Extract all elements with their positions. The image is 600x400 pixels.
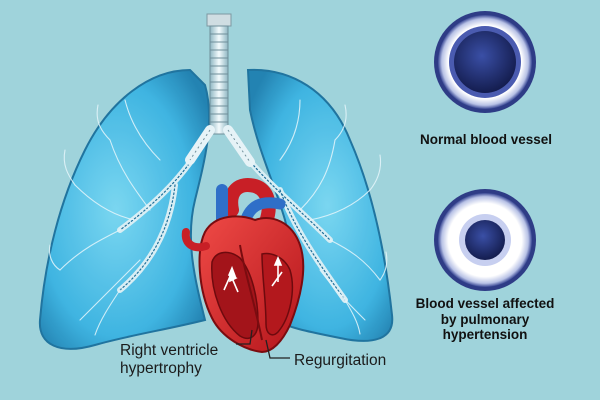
left-ventricle [261, 252, 294, 336]
left-lung [38, 68, 211, 350]
right-ventricle-label: Right ventricle hypertrophy [120, 342, 240, 378]
heart [181, 178, 305, 354]
leader-lines [236, 329, 290, 359]
right-lung [246, 68, 394, 342]
rv-line2: hypertrophy [120, 359, 202, 377]
regurgitation-arrows [223, 255, 283, 293]
trachea [185, 13, 255, 167]
rv-line1: Right ventricle [120, 342, 219, 359]
affected-vessel-label: Blood vessel affected by pulmonary hyper… [405, 296, 565, 343]
normal-vessel-text: Normal blood vessel [419, 132, 553, 147]
normal-vessel-label: Normal blood vessel [408, 132, 564, 148]
affected-vessel-line3: hypertension [442, 327, 528, 343]
affected-blood-vessel-icon [434, 189, 536, 291]
affected-vessel-line1: Blood vessel affected [415, 296, 555, 311]
regurgitation-text: Regurgitation [294, 352, 387, 369]
affected-vessel-line2: by pulmonary [440, 311, 530, 327]
regurgitation-label: Regurgitation [294, 352, 386, 370]
left-atrium [181, 228, 210, 252]
normal-blood-vessel-icon [434, 11, 536, 113]
